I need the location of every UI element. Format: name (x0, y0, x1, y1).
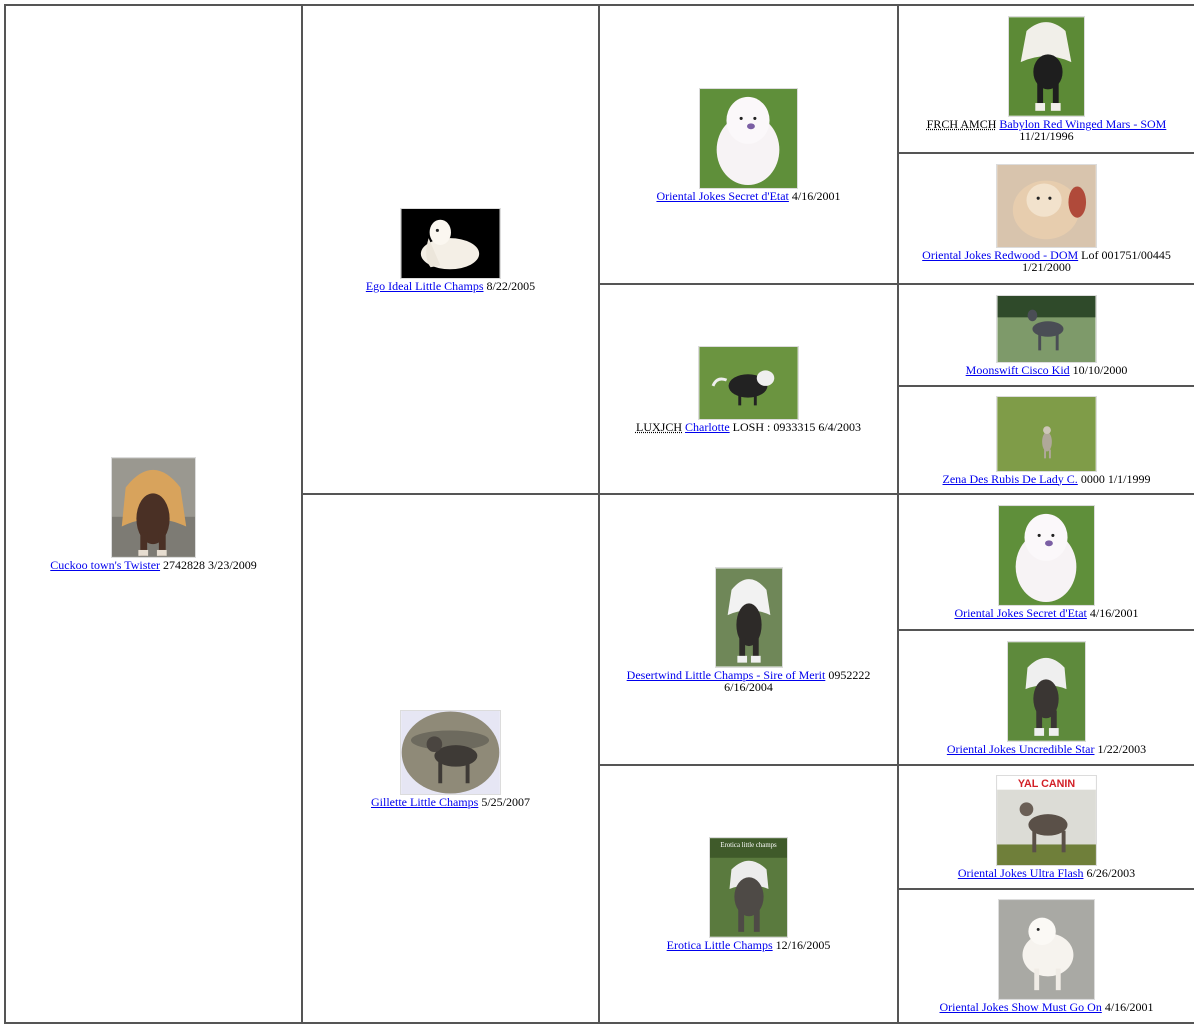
dog-caption: Oriental Jokes Uncredible Star 1/22/2003 (943, 743, 1150, 755)
dog-caption: Cuckoo town's Twister 2742828 3/23/2009 (46, 559, 260, 571)
dog-registration-date: 1/22/2003 (1097, 741, 1147, 756)
dog-name-link[interactable]: Oriental Jokes Redwood - DOM (922, 248, 1079, 262)
dog-registration-date: 0952222 6/16/2004 (724, 667, 871, 694)
dog-caption: Oriental Jokes Ultra Flash 6/26/2003 (954, 867, 1139, 879)
dog-registration-date: 11/21/1996 (1019, 129, 1074, 143)
pedigree-cell-gen4: Oriental Jokes Secret d'Etat 4/16/2001 (899, 495, 1194, 631)
dog-name-link[interactable]: Erotica Little Champs (666, 938, 773, 952)
dog-name-link[interactable]: Cuckoo town's Twister (50, 558, 161, 572)
dog-title: LUXJCH (635, 419, 682, 434)
pedigree-cell-gen4: Oriental Jokes Uncredible Star 1/22/2003 (899, 631, 1194, 766)
dog-photo[interactable]: Erotica little champs (709, 837, 788, 938)
dog-name-link[interactable]: Oriental Jokes Ultra Flash (957, 866, 1084, 880)
dog-photo[interactable] (698, 345, 799, 420)
dog-registration-date: 10/10/2000 (1072, 362, 1128, 377)
dog-registration-date: 4/16/2001 (791, 188, 841, 203)
dog-registration-date: 2742828 3/23/2009 (163, 558, 257, 572)
dog-caption: Moonswift Cisco Kid 10/10/2000 (962, 364, 1132, 376)
dog-name-link[interactable]: Oriental Jokes Secret d'Etat (954, 606, 1087, 620)
dog-name-link[interactable]: Zena Des Rubis De Lady C. (942, 471, 1078, 486)
pedigree-cell-gen2-sire: Ego Ideal Little Champs 8/22/2005 (303, 6, 600, 495)
photo-watermark-text: Erotica little champs (720, 842, 777, 849)
dog-registration-date: Lof 001751/00445 1/21/2000 (1022, 248, 1171, 274)
dog-registration-date: 6/26/2003 (1086, 866, 1136, 880)
dog-name-link[interactable]: Desertwind Little Champs - Sire of Merit (626, 667, 826, 682)
dog-caption: FRCH AMCH Babylon Red Winged Mars - SOM … (899, 118, 1194, 142)
dog-caption: Desertwind Little Champs - Sire of Merit… (600, 669, 897, 693)
dog-name-link[interactable]: Gillette Little Champs (371, 794, 479, 809)
pedigree-cell-gen3: Erotica little champs Erotica Little Cha… (600, 766, 899, 1024)
dog-registration-date: 4/16/2001 (1104, 1000, 1154, 1014)
pedigree-cell-gen4: Oriental Jokes Redwood - DOM Lof 001751/… (899, 154, 1194, 285)
dog-caption: Zena Des Rubis De Lady C. 0000 1/1/1999 (939, 473, 1155, 485)
dog-photo[interactable] (400, 207, 501, 279)
pedigree-cell-gen4: FRCH AMCH Babylon Red Winged Mars - SOM … (899, 6, 1194, 154)
dog-name-link[interactable]: Ego Ideal Little Champs (365, 278, 484, 293)
pedigree-cell-gen3: LUXJCH Charlotte LOSH : 0933315 6/4/2003 (600, 285, 899, 495)
dog-photo[interactable] (111, 457, 196, 558)
photo-banner-text: YAL CANIN (1018, 778, 1076, 790)
pedigree-cell-gen4: Zena Des Rubis De Lady C. 0000 1/1/1999 (899, 387, 1194, 495)
pedigree-table: Cuckoo town's Twister 2742828 3/23/2009 … (4, 4, 1194, 1024)
dog-photo[interactable] (998, 899, 1095, 1000)
dog-caption: Gillette Little Champs 5/25/2007 (367, 796, 534, 808)
pedigree-cell-gen4: Moonswift Cisco Kid 10/10/2000 (899, 285, 1194, 387)
dog-name-link[interactable]: Charlotte (685, 419, 730, 434)
dog-title: FRCH AMCH (926, 117, 997, 131)
dog-name-link[interactable]: Babylon Red Winged Mars - SOM (999, 117, 1167, 131)
dog-name-link[interactable]: Oriental Jokes Show Must Go On (939, 1000, 1102, 1014)
dog-photo[interactable]: YAL CANIN (996, 775, 1097, 866)
dog-name-link[interactable]: Oriental Jokes Secret d'Etat (656, 188, 789, 203)
dog-registration-date: 4/16/2001 (1089, 606, 1139, 620)
dog-photo[interactable] (996, 294, 1097, 363)
pedigree-cell-gen3: Desertwind Little Champs - Sire of Merit… (600, 495, 899, 766)
dog-registration-date: 12/16/2005 (775, 938, 831, 952)
dog-registration-date: LOSH : 0933315 6/4/2003 (732, 419, 861, 434)
dog-photo[interactable] (1007, 640, 1086, 742)
dog-photo[interactable] (998, 505, 1095, 606)
dog-caption: LUXJCH Charlotte LOSH : 0933315 6/4/2003 (632, 421, 865, 433)
dog-photo[interactable] (714, 566, 783, 668)
dog-photo[interactable] (1008, 16, 1085, 117)
dog-registration-date: 8/22/2005 (486, 278, 536, 293)
dog-caption: Oriental Jokes Secret d'Etat 4/16/2001 (950, 607, 1142, 619)
dog-registration-date: 0000 1/1/1999 (1080, 471, 1151, 486)
dog-name-link[interactable]: Oriental Jokes Uncredible Star (946, 741, 1095, 756)
dog-caption: Oriental Jokes Redwood - DOM Lof 001751/… (899, 249, 1194, 273)
dog-caption: Oriental Jokes Secret d'Etat 4/16/2001 (652, 190, 844, 202)
pedigree-cell-gen2-dam: Gillette Little Champs 5/25/2007 (303, 495, 600, 1024)
dog-photo[interactable] (996, 164, 1097, 248)
dog-registration-date: 5/25/2007 (481, 794, 530, 809)
dog-caption: Ego Ideal Little Champs 8/22/2005 (362, 280, 539, 292)
dog-photo[interactable] (400, 709, 501, 795)
pedigree-cell-gen4: Oriental Jokes Show Must Go On 4/16/2001 (899, 890, 1194, 1024)
dog-name-link[interactable]: Moonswift Cisco Kid (965, 362, 1070, 377)
dog-caption: Oriental Jokes Show Must Go On 4/16/2001 (936, 1001, 1158, 1013)
dog-photo[interactable] (699, 87, 798, 189)
pedigree-cell-gen1: Cuckoo town's Twister 2742828 3/23/2009 (6, 6, 303, 1024)
dog-photo[interactable] (996, 395, 1097, 472)
pedigree-cell-gen3: Oriental Jokes Secret d'Etat 4/16/2001 (600, 6, 899, 285)
pedigree-cell-gen4: YAL CANIN Oriental Jokes Ultra Flash 6/2… (899, 766, 1194, 890)
dog-caption: Erotica Little Champs 12/16/2005 (663, 939, 835, 951)
